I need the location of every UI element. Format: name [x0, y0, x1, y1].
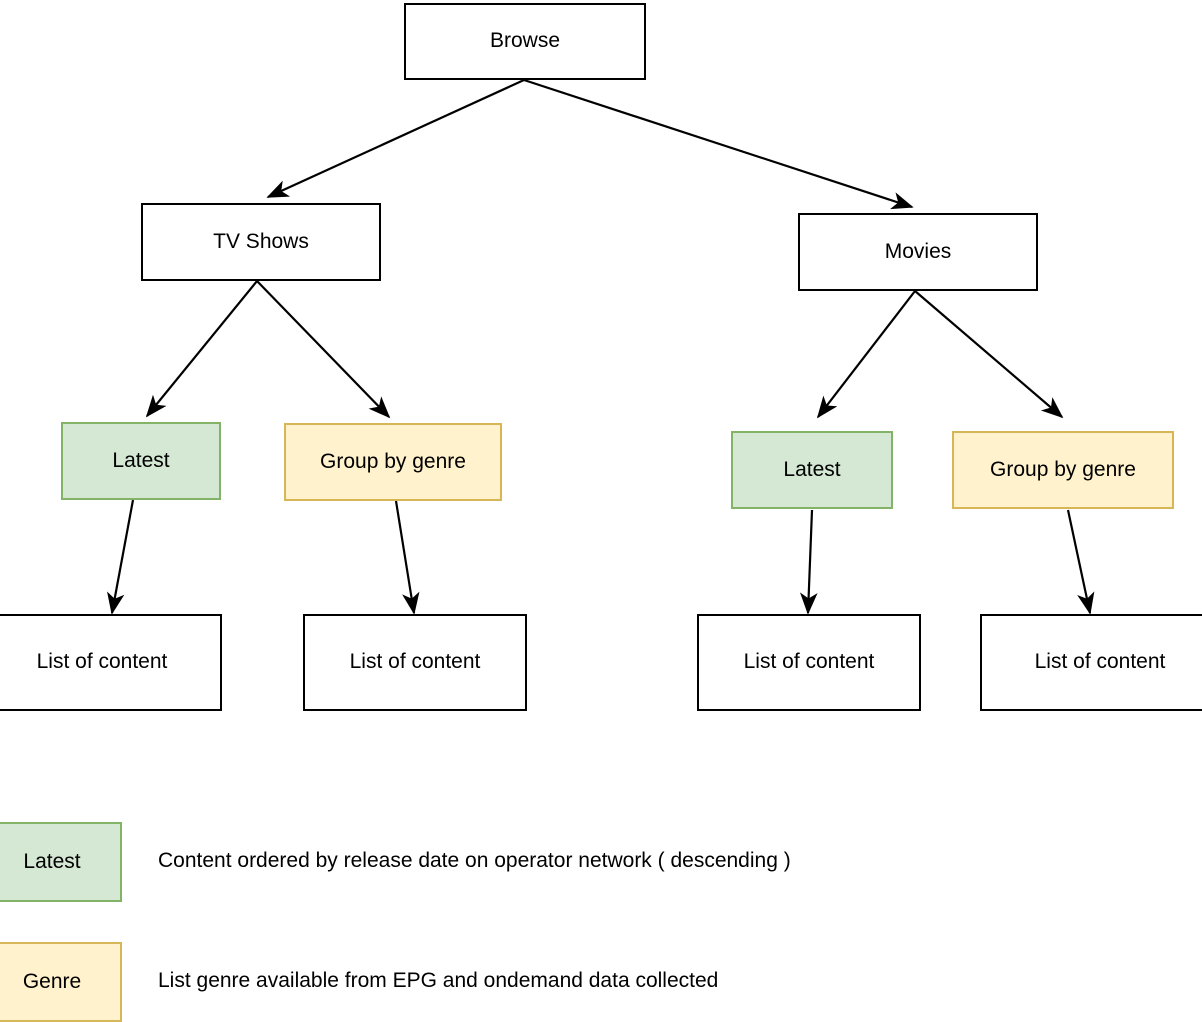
node-movies-group-by-genre-label: Group by genre	[990, 457, 1136, 481]
node-tv-shows[interactable]: TV Shows	[141, 203, 381, 281]
node-list-of-content-tv-latest-label: List of content	[36, 650, 168, 674]
node-list-of-content-movies-genre[interactable]: List of content	[980, 614, 1202, 711]
node-list-of-content-tv-latest[interactable]: List of content	[0, 614, 222, 711]
node-list-of-content-tv-genre[interactable]: List of content	[303, 614, 527, 711]
edge-tv-genre-to-list	[394, 500, 420, 615]
node-movies-latest[interactable]: Latest	[731, 431, 893, 509]
edge-tv-shows-to-latest	[145, 280, 258, 418]
node-list-of-content-movies-latest[interactable]: List of content	[697, 614, 921, 711]
node-browse[interactable]: Browse	[404, 3, 646, 80]
node-movies-latest-label: Latest	[783, 457, 841, 481]
node-tv-shows-label: TV Shows	[213, 229, 309, 253]
edge-movies-latest-to-list	[799, 509, 818, 615]
legend-swatch-genre-label: Genre	[22, 970, 82, 993]
edge-browse-to-movies	[523, 78, 914, 210]
node-list-of-content-tv-genre-label: List of content	[349, 650, 481, 674]
node-tv-group-by-genre-label: Group by genre	[320, 449, 466, 473]
node-movies-group-by-genre[interactable]: Group by genre	[952, 431, 1174, 509]
node-tv-latest-label: Latest	[112, 448, 170, 472]
legend-swatch-latest: Latest	[0, 822, 122, 902]
edge-movies-to-genre	[914, 290, 1064, 419]
node-movies-label: Movies	[884, 239, 952, 263]
legend-swatch-genre: Genre	[0, 942, 122, 1022]
node-movies[interactable]: Movies	[798, 213, 1038, 291]
edge-browse-to-tv-shows	[266, 78, 525, 199]
node-tv-group-by-genre[interactable]: Group by genre	[284, 423, 502, 501]
edge-tv-shows-to-genre	[256, 280, 391, 419]
edge-movies-to-latest	[816, 290, 916, 419]
edge-movies-genre-to-list	[1066, 509, 1095, 615]
node-list-of-content-movies-genre-label: List of content	[1034, 650, 1166, 674]
node-browse-label: Browse	[489, 29, 561, 53]
legend-swatch-latest-label: Latest	[23, 850, 81, 873]
node-tv-latest[interactable]: Latest	[61, 422, 221, 500]
edge-tv-latest-to-list	[107, 499, 135, 615]
node-list-of-content-movies-latest-label: List of content	[743, 650, 875, 674]
legend-description-genre: List genre available from EPG and ondema…	[158, 969, 719, 992]
legend-description-latest: Content ordered by release date on opera…	[158, 849, 791, 872]
